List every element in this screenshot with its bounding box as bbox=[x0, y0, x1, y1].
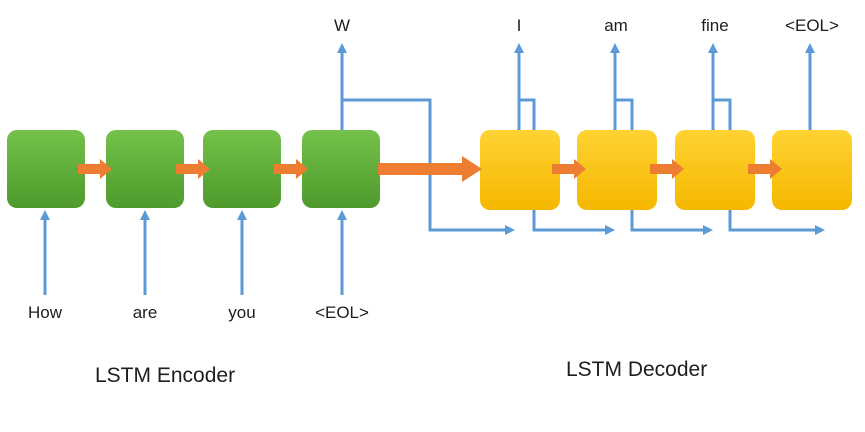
decoder-output-label-fine: fine bbox=[701, 16, 729, 35]
output-arrows bbox=[337, 43, 815, 130]
decoder-output-label-am: am bbox=[604, 16, 628, 35]
encoder-cell-1 bbox=[7, 130, 85, 208]
encoder-cells bbox=[7, 130, 380, 208]
decoder-cells bbox=[480, 130, 852, 210]
state-arrow-2 bbox=[176, 159, 210, 179]
decoder-cell-2 bbox=[577, 130, 657, 210]
encoder-cell-3 bbox=[203, 130, 281, 208]
decoder-caption: LSTM Decoder bbox=[566, 358, 708, 381]
decoder-cell-1 bbox=[480, 130, 560, 210]
encoder-caption: LSTM Encoder bbox=[95, 364, 236, 387]
encoder-input-label-are: are bbox=[132, 303, 158, 322]
decoder-cell-3 bbox=[675, 130, 755, 210]
state-arrow-3 bbox=[274, 159, 308, 179]
encoder-input-arrows bbox=[40, 210, 347, 295]
encoder-input-label-how: How bbox=[27, 303, 63, 322]
encoder-cell-2 bbox=[106, 130, 184, 208]
state-arrow-6 bbox=[748, 159, 782, 179]
encoder-output-label-w: W bbox=[333, 16, 351, 35]
decoder-output-label-eol: <EOL> bbox=[785, 16, 839, 35]
encoder-input-label-you: you bbox=[228, 303, 256, 322]
state-arrows bbox=[78, 156, 782, 182]
decoder-cell-4 bbox=[772, 130, 852, 210]
state-arrow-1 bbox=[78, 159, 112, 179]
state-arrow-5 bbox=[650, 159, 684, 179]
state-arrow-4 bbox=[552, 159, 586, 179]
encoder-input-label-eol: <EOL> bbox=[315, 303, 369, 322]
state-arrow-context bbox=[378, 156, 482, 182]
encoder-cell-4 bbox=[302, 130, 380, 208]
decoder-output-label-i: I bbox=[516, 16, 522, 35]
